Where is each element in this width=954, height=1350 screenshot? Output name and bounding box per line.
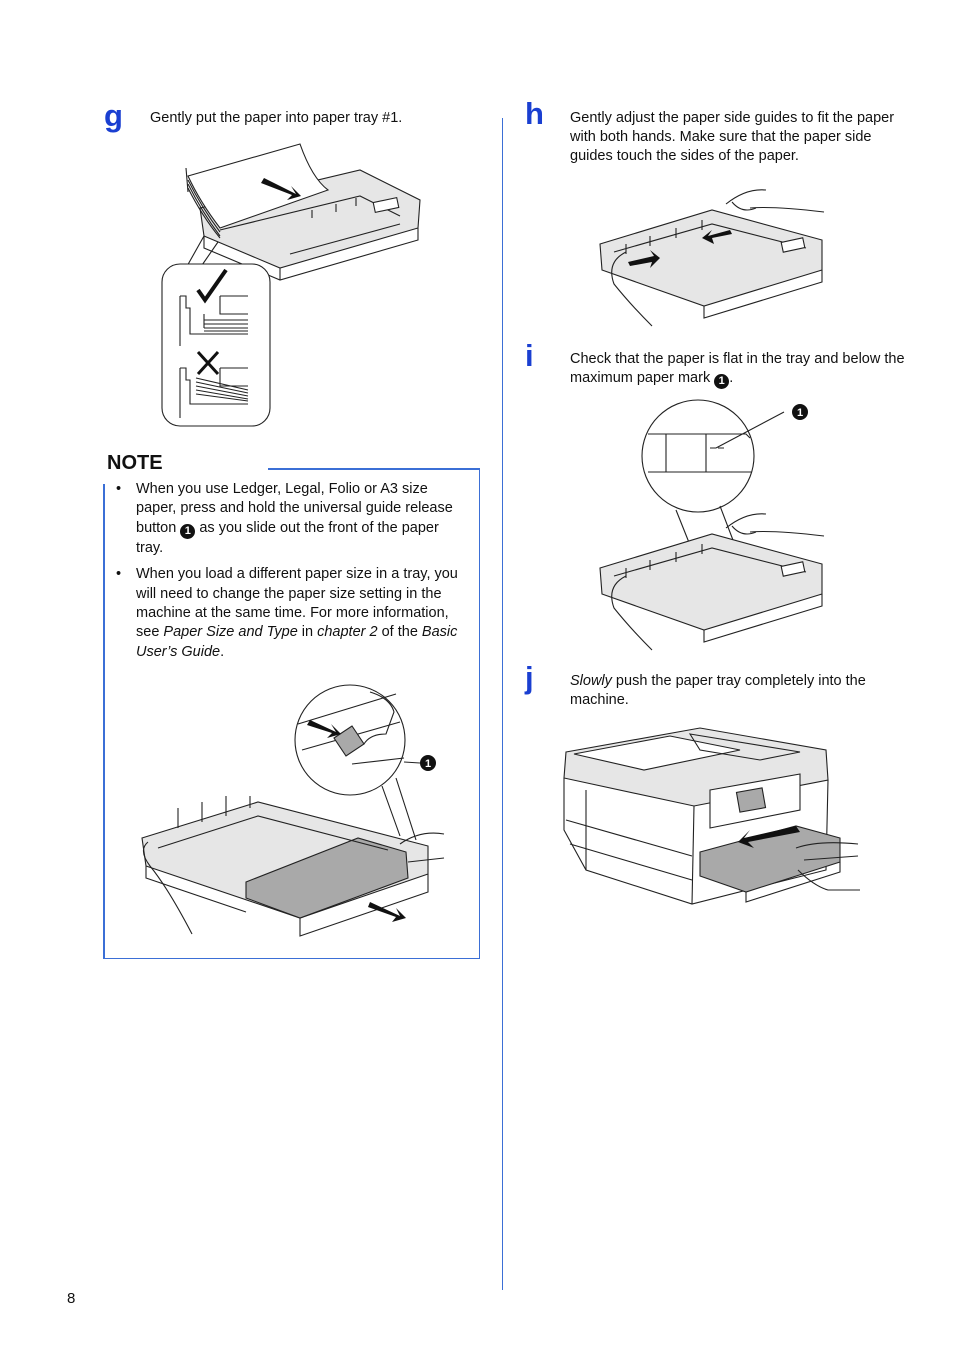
step-letter-g: g	[104, 98, 123, 133]
callout-1: 1	[180, 523, 196, 539]
note-list: • When you use Ledger, Legal, Folio or A…	[116, 480, 468, 669]
figure-adjust-guides	[599, 189, 825, 327]
note-box	[103, 468, 480, 959]
figure-extend-tray: 1	[141, 684, 445, 937]
step-letter-j: j	[525, 660, 534, 695]
note-title: NOTE	[107, 452, 163, 474]
step-h-text: Gently adjust the paper side guides to f…	[570, 110, 895, 165]
bullet: •	[116, 481, 122, 497]
step-j-text: Slowly push the paper tray completely in…	[570, 673, 866, 709]
note-item-1: • When you use Ledger, Legal, Folio or A…	[116, 481, 453, 556]
note-left-rule	[103, 484, 105, 959]
bullet: •	[116, 566, 122, 583]
callout-1: 1	[714, 374, 730, 390]
step-letter-i: i	[525, 338, 534, 373]
callout-1: 1	[797, 407, 803, 419]
page-number: 8	[67, 1290, 76, 1307]
step-i-text: Check that the paper is flat in the tray…	[570, 351, 905, 390]
step-g-text: Gently put the paper into paper tray #1.	[150, 110, 403, 126]
note-top-rule	[268, 468, 480, 470]
callout-1: 1	[425, 758, 431, 770]
figure-load-paper	[161, 143, 421, 427]
figure-check-paper-flat: 1	[599, 399, 825, 651]
step-letter-h: h	[525, 96, 544, 131]
column-divider	[502, 118, 503, 1290]
note-item-2: • When you load a different paper size i…	[116, 566, 458, 660]
figure-insert-tray	[563, 727, 860, 905]
